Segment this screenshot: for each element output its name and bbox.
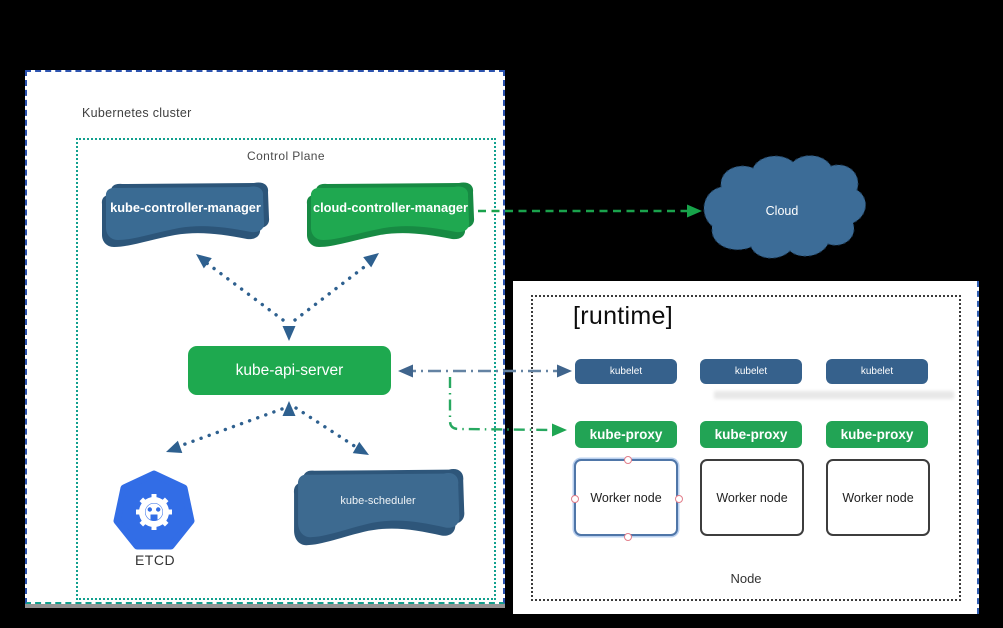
selection-handle-right[interactable] <box>675 495 683 503</box>
kubernetes-cluster-panel[interactable]: Kubernetes cluster Control Plane <box>25 70 505 604</box>
runtime-label: [runtime] <box>573 302 673 330</box>
etcd-label: ETCD <box>134 552 176 568</box>
cloud-label: Cloud <box>765 204 799 218</box>
control-plane-box[interactable]: Control Plane <box>76 138 496 600</box>
kube-scheduler-label: kube-scheduler <box>340 495 416 507</box>
api-kubeproxy-connector[interactable] <box>448 377 567 437</box>
kube-scheduler-shape[interactable] <box>293 468 465 546</box>
kubernetes-cluster-title: Kubernetes cluster <box>82 106 192 120</box>
kube-proxy-label: kube-proxy <box>840 427 914 442</box>
ccm-cloud-connector[interactable] <box>478 204 702 218</box>
worker-node-label: Worker node <box>842 490 914 505</box>
node-dotted-border: Node <box>531 295 961 601</box>
etcd-icon[interactable] <box>113 470 195 550</box>
kube-proxy-label: kube-proxy <box>589 427 663 442</box>
ghost-artifact <box>714 391 954 399</box>
worker-node-box-3[interactable]: Worker node <box>826 459 930 536</box>
kubelet-box-2[interactable]: kubelet <box>700 359 802 384</box>
worker-node-label: Worker node <box>590 490 662 505</box>
selection-handle-bottom[interactable] <box>624 533 632 541</box>
kube-api-server-label: kube-api-server <box>235 361 344 379</box>
api-kubelet-connector[interactable] <box>398 364 572 378</box>
kube-proxy-box-2[interactable]: kube-proxy <box>700 421 802 448</box>
control-plane-label: Control Plane <box>247 149 325 163</box>
worker-node-box-1[interactable]: Worker node <box>571 456 683 541</box>
cloud-shape[interactable] <box>703 155 866 259</box>
worker-node-label: Worker node <box>716 490 788 505</box>
selection-handle-left[interactable] <box>571 495 579 503</box>
kube-proxy-box-3[interactable]: kube-proxy <box>826 421 928 448</box>
worker-node-box-2[interactable]: Worker node <box>700 459 804 536</box>
kube-api-server-box[interactable]: kube-api-server <box>188 346 391 395</box>
kubelet-box-3[interactable]: kubelet <box>826 359 928 384</box>
selection-handle-top[interactable] <box>624 456 632 464</box>
kubelet-label: kubelet <box>734 366 768 377</box>
kubelet-label: kubelet <box>609 366 643 377</box>
kubelet-box-1[interactable]: kubelet <box>575 359 677 384</box>
kube-controller-manager-label: kube-controller-manager <box>110 200 261 215</box>
kube-proxy-label: kube-proxy <box>714 427 788 442</box>
kube-proxy-box-1[interactable]: kube-proxy <box>575 421 677 448</box>
cloud-controller-manager-label: cloud-controller-manager <box>312 200 468 215</box>
kubelet-label: kubelet <box>860 366 894 377</box>
node-label: Node <box>730 571 762 586</box>
control-plane-connectors[interactable] <box>175 259 374 451</box>
